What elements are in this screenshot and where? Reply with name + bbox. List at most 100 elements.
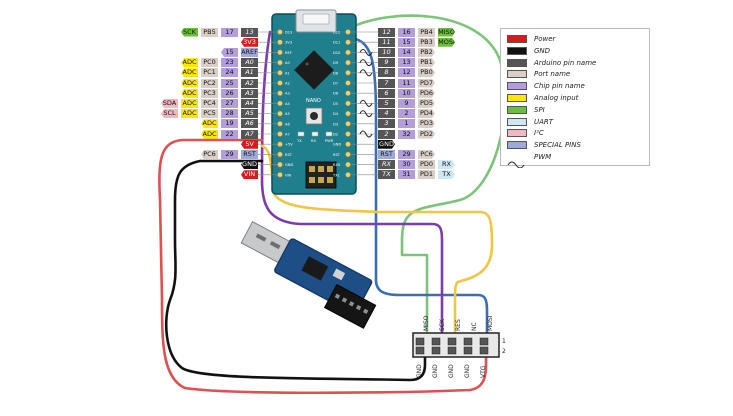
left-silkscreen: A3 — [285, 92, 290, 96]
led-label: RX — [311, 139, 316, 143]
header-bottom-label: GND — [416, 364, 423, 378]
legend-label: Chip pin name — [534, 82, 585, 91]
left-pin-label: 29 — [221, 149, 238, 159]
right-pin-label: 12 — [378, 27, 395, 37]
header-bottom-label: GND — [464, 364, 471, 378]
right-pin-label: RST — [378, 149, 395, 159]
left-pin-label: A1 — [241, 68, 258, 78]
legend-swatch — [507, 141, 527, 150]
left-pin-label: RST — [241, 149, 258, 159]
left-silkscreen: D13 — [285, 31, 292, 35]
left-pin-label: SCK — [181, 27, 198, 37]
header-row-1: 1 — [502, 338, 506, 345]
pwm-mark — [359, 110, 373, 118]
header-top-label: RES — [455, 319, 462, 331]
right-pin-label: GND — [379, 139, 394, 148]
pwm-marks — [359, 48, 373, 138]
led-label: TX — [296, 139, 302, 143]
left-pin-hole — [277, 161, 283, 168]
legend-swatch — [507, 58, 527, 67]
right-pin-label: 9 — [398, 98, 415, 108]
right-pin-hole — [345, 29, 351, 35]
left-pin-label: SCL — [161, 109, 178, 119]
left-pin-hole — [277, 69, 283, 76]
left-silkscreen: 3V3 — [285, 41, 292, 45]
left-pin-hole — [277, 171, 283, 178]
header-pin-top — [479, 337, 489, 346]
legend-label: Arduino pin name — [534, 58, 597, 67]
right-silkscreen: RST — [333, 153, 341, 157]
left-pin-label: 17 — [221, 27, 238, 37]
right-silkscreen: D12 — [333, 31, 340, 35]
right-pin-label: 3 — [378, 119, 395, 129]
left-pin-hole — [277, 80, 283, 86]
right-silkscreen: D6 — [333, 92, 339, 96]
icsp-pin — [327, 177, 333, 183]
left-pin-label: VIN — [241, 170, 258, 180]
icsp-header — [305, 161, 337, 189]
right-pin-hole — [345, 100, 351, 107]
right-pin-label: 31 — [398, 170, 415, 180]
right-pin-label: PD1 — [418, 170, 435, 180]
header-pin-bottom — [479, 346, 489, 355]
right-silkscreen: D4 — [333, 112, 339, 116]
right-pin-label: 6 — [378, 88, 395, 98]
led-label: PWR — [325, 139, 334, 143]
left-pin-hole — [277, 120, 283, 127]
left-pin-label: ADC — [181, 58, 198, 68]
header-pin-top — [431, 337, 441, 346]
left-pin-label: PC0 — [201, 58, 218, 68]
legend-swatch — [507, 117, 527, 126]
wire-purple-path — [260, 30, 444, 337]
right-pin-label: TX — [378, 170, 395, 180]
left-pin-label: 22 — [221, 129, 238, 139]
left-pin-hole — [277, 110, 283, 117]
usbasp-programmer — [240, 221, 377, 329]
right-pin-hole — [345, 131, 351, 137]
pwm-mark — [359, 59, 373, 67]
right-pin-label: PB0 — [418, 68, 435, 77]
legend-swatch — [507, 82, 527, 91]
socket-hole — [348, 301, 355, 307]
right-silkscreen: D9 — [333, 61, 339, 65]
right-pin-label: PD2 — [419, 129, 434, 138]
left-pin-label: A3 — [241, 88, 258, 98]
left-silkscreen: A0 — [285, 61, 290, 65]
legend-swatch — [507, 94, 527, 102]
left-pin-label: A2 — [241, 78, 258, 88]
header-top-label: SCK — [439, 319, 446, 331]
right-pin-hole — [345, 90, 351, 97]
wires — [158, 14, 507, 395]
right-silkscreen: D8 — [333, 71, 339, 75]
legend-swatch — [507, 46, 527, 55]
right-pin-hole — [345, 120, 351, 127]
right-silkscreen: D2 — [333, 133, 338, 137]
wire-red-path — [158, 138, 488, 395]
right-pin-label: PB1 — [418, 58, 435, 67]
left-pin-hole — [277, 90, 283, 97]
header-top-label: MOSI — [487, 315, 494, 331]
right-pin-hole — [345, 69, 351, 76]
left-silkscreen: A1 — [285, 71, 290, 75]
right-pin-label: PB3 — [418, 37, 435, 47]
right-silkscreen: RX0 — [333, 163, 341, 167]
right-pin-hole — [345, 151, 351, 158]
legend-label: Port name — [534, 70, 571, 79]
left-pin-label: A4 — [241, 98, 258, 108]
left-pin-label: PC3 — [201, 88, 218, 98]
left-pin-label: ADC — [181, 98, 198, 108]
legend-label: SPECIAL PINS — [534, 141, 581, 150]
right-silkscreen: D5 — [333, 102, 338, 106]
socket-hole — [334, 293, 341, 299]
left-pin-label: A0 — [241, 58, 258, 68]
reset-button-cap — [310, 112, 318, 120]
left-pin-label: A6 — [241, 119, 258, 129]
header-bottom-label: GND — [432, 364, 439, 378]
left-pin-hole — [277, 141, 283, 148]
right-pin-label: 12 — [398, 68, 415, 78]
right-silkscreen: D11 — [333, 41, 340, 45]
right-pin-label: 10 — [398, 88, 415, 98]
legend-swatch — [507, 70, 527, 79]
right-silkscreen: GND — [333, 143, 341, 147]
